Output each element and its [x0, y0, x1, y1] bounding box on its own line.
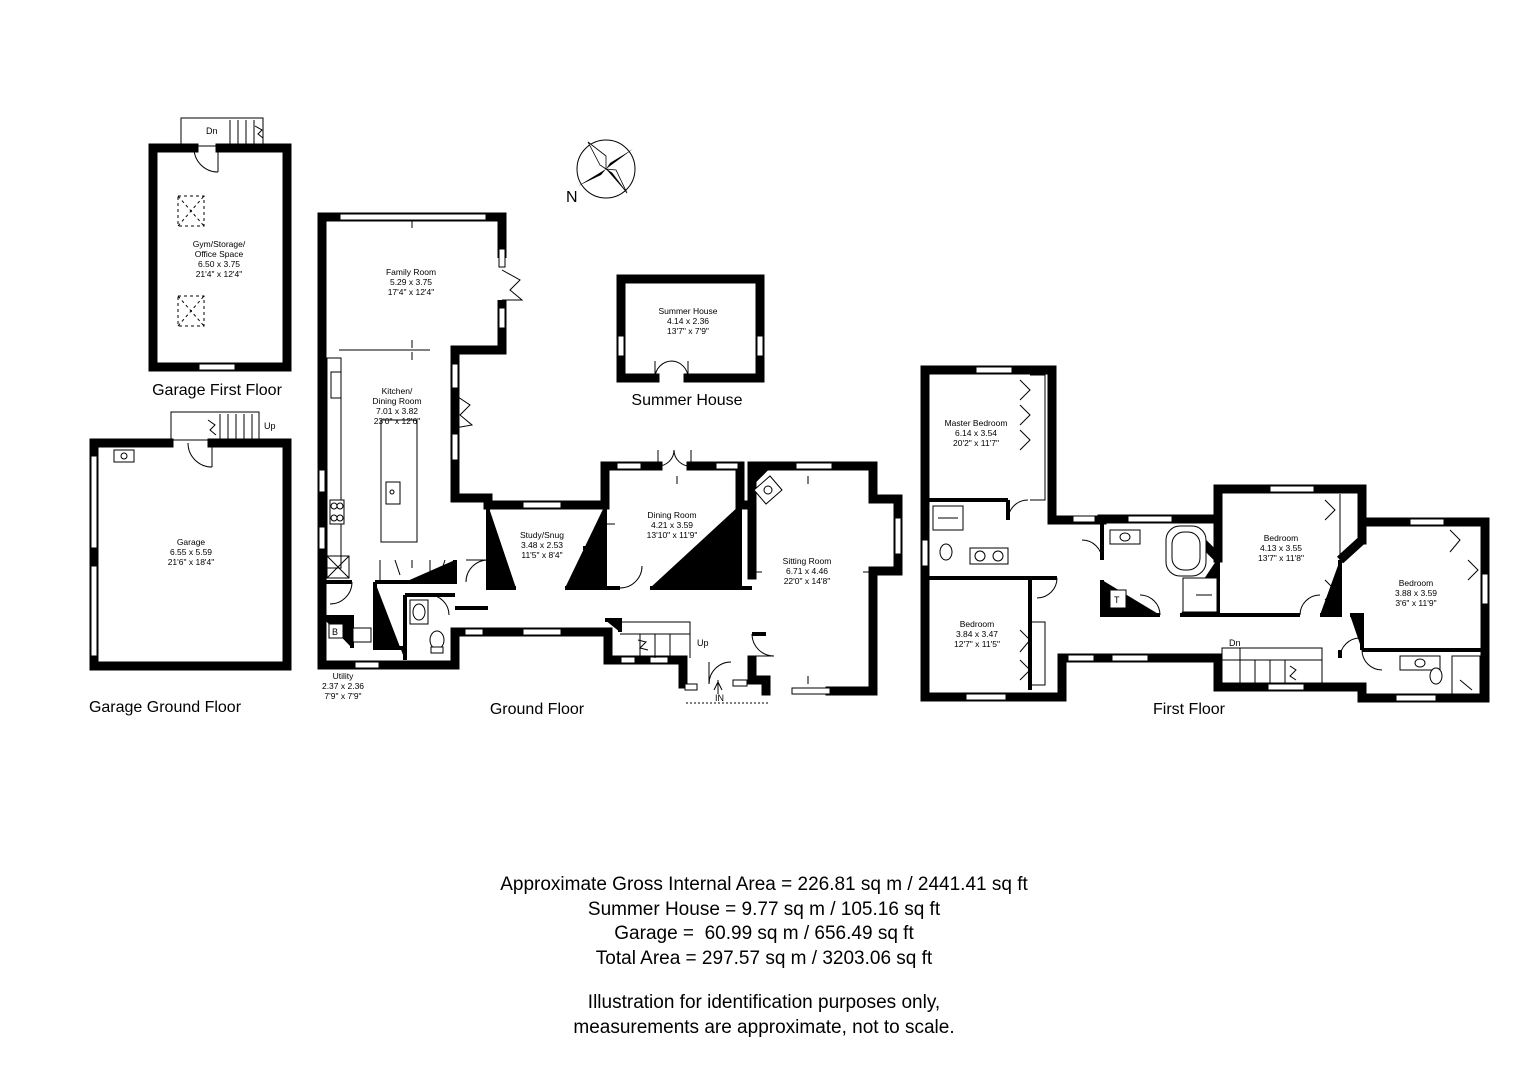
- bedroom-b-metric: 4.13 x 3.55: [1260, 543, 1302, 553]
- summer-house-imperial: 13'7" x 7'9": [667, 326, 709, 336]
- bedroom-b-name: Bedroom: [1264, 533, 1299, 543]
- study-imperial: 11'5" x 8'4": [521, 550, 562, 560]
- stairs-down-label: Dn: [206, 126, 218, 136]
- ground-floor-label: Ground Floor: [490, 701, 585, 718]
- gym-name-2: Office Space: [195, 249, 244, 259]
- gym-name-1: Gym/Storage/: [193, 239, 246, 249]
- family-room-imperial: 17'4" x 12'4": [388, 287, 435, 297]
- total-area: Total Area = 297.57 sq m / 3203.06 sq ft: [595, 947, 933, 969]
- summer-house-name: Summer House: [658, 306, 717, 316]
- stairs-up-label: Up: [264, 421, 276, 431]
- kitchen-imperial: 23'0" x 12'6": [374, 416, 421, 426]
- master-bedroom-imperial: 20'2" x 11'7": [953, 438, 999, 448]
- boiler-marker: B: [332, 627, 338, 637]
- garage-area: Garage = 60.99 sq m / 656.49 sq ft: [614, 923, 914, 944]
- sitting-room-name: Sitting Room: [783, 556, 832, 566]
- utility-imperial: 7'9" x 7'9": [324, 691, 361, 701]
- first-floor-label: First Floor: [1153, 701, 1226, 718]
- bedroom-a-imperial: 12'7" x 11'5": [954, 639, 1000, 649]
- summer-house-area: Summer House = 9.77 sq m / 105.16 sq ft: [587, 898, 941, 920]
- hall-stairs-up-label: Up: [697, 638, 709, 648]
- gross-internal-area: Approximate Gross Internal Area = 226.81…: [500, 874, 1028, 895]
- bedroom-c-name: Bedroom: [1399, 578, 1434, 588]
- sitting-room-imperial: 22'0" x 14'8": [784, 576, 831, 586]
- study-metric: 3.48 x 2.53: [521, 540, 563, 550]
- entrance-label: IN: [715, 693, 724, 703]
- bedroom-a-name: Bedroom: [960, 619, 995, 629]
- gym-metric: 6.50 x 3.75: [198, 259, 240, 269]
- garage-imperial: 21'6" x 18'4": [168, 557, 215, 567]
- garage-first-floor-plan: Dn Gym/Storage/ Office Space 6.50 x 3.75…: [148, 117, 292, 372]
- disclaimer-line-1: Illustration for identification purposes…: [587, 992, 941, 1013]
- dining-room-metric: 4.21 x 3.59: [651, 520, 693, 530]
- landing-stairs-down-label: Dn: [1229, 638, 1241, 648]
- disclaimer-line-2: measurements are approximate, not to sca…: [573, 1016, 955, 1038]
- kitchen-name-2: Dining Room: [372, 396, 421, 406]
- floor-plan: N Dn Gym/Storage/ Office Space 6.50 x 3.…: [89, 117, 1490, 718]
- study-name: Study/Snug: [520, 530, 564, 540]
- gym-imperial: 21'4" x 12'4": [196, 269, 243, 279]
- family-room-name: Family Room: [386, 267, 436, 277]
- sitting-room-metric: 6.71 x 4.46: [786, 566, 828, 576]
- family-room-metric: 5.29 x 3.75: [390, 277, 432, 287]
- garage-ground-floor-label: Garage Ground Floor: [89, 699, 242, 716]
- compass-north-label: N: [566, 189, 578, 206]
- area-summary: Approximate Gross Internal Area = 226.81…: [0, 873, 1528, 971]
- utility-name: Utility: [333, 671, 355, 681]
- kitchen-metric: 7.01 x 3.82: [376, 406, 418, 416]
- garage-ground-floor-plan: Up Garage 6.55 x 5.59 21'6" x 18'4": [89, 411, 292, 671]
- compass-rose-icon: [576, 139, 636, 199]
- garage-metric: 6.55 x 5.59: [170, 547, 212, 557]
- garage-first-floor-label: Garage First Floor: [152, 382, 282, 399]
- bedroom-c-metric: 3.88 x 3.59: [1395, 588, 1437, 598]
- airing-cupboard-marker: T: [1114, 595, 1120, 605]
- bedroom-b-imperial: 13'7" x 11'8": [1258, 553, 1304, 563]
- utility-metric: 2.37 x 2.36: [322, 681, 364, 691]
- ground-floor-plan: B Up IN Family Room 5.29 x 3.75 17'4" x …: [317, 212, 903, 704]
- summer-house-metric: 4.14 x 2.36: [667, 316, 709, 326]
- dining-room-imperial: 13'10" x 11'9": [647, 530, 698, 540]
- dining-room-name: Dining Room: [647, 510, 696, 520]
- summer-house-plan: Summer House 4.14 x 2.36 13'7" x 7'9": [616, 274, 765, 383]
- kitchen-name-1: Kitchen/: [382, 386, 413, 396]
- bedroom-a-metric: 3.84 x 3.47: [956, 629, 998, 639]
- summer-house-label: Summer House: [631, 392, 742, 409]
- first-floor-plan: T Dn Master Bedroom 6.14 x 3.54 20'2" x …: [920, 365, 1490, 703]
- master-bedroom-name: Master Bedroom: [945, 418, 1008, 428]
- master-bedroom-metric: 6.14 x 3.54: [955, 428, 997, 438]
- disclaimer: Illustration for identification purposes…: [0, 991, 1528, 1040]
- garage-name: Garage: [177, 537, 206, 547]
- bedroom-c-imperial: 3'6" x 11'9": [1395, 598, 1436, 608]
